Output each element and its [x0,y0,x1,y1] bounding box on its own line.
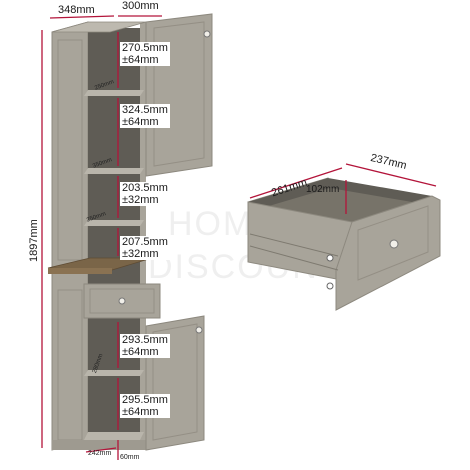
tall-dimension-lines [41,15,162,460]
label-shelf-gap-3: 203.5mm ±32mm [120,182,170,206]
label-shelf-gap-4: 207.5mm ±32mm [120,236,170,260]
drawer-knob-icon [118,297,126,305]
label-base-height: 60mm [120,454,140,461]
drawer-front-right [335,195,441,311]
runner-hole-icon [326,254,334,262]
dim-width-line [49,15,115,19]
loose-drawer [247,177,441,311]
cabinet-plinth [52,440,146,450]
drawer-dimension-lines [249,163,437,214]
dim-base-depth-line [85,447,117,453]
cabinet-left-side-panel-upper [57,39,83,261]
label-depth-top: 300mm [122,0,159,12]
loose-drawer-knob-icon [389,239,399,249]
wooden-counter-edge [48,268,112,274]
tall-cabinet-drawer-inset [89,288,155,314]
shelf-3 [84,220,144,226]
upper-door-knob-icon [203,30,211,38]
cabinet-left-side [51,21,89,451]
shelf-4 [84,370,144,376]
drawer-runner-line [249,233,339,257]
label-height: 1897mm [28,219,40,262]
drawer-runner-line-2 [249,245,339,271]
label-shelf-gap-1: 270.5mm ±64mm [120,42,170,66]
drawer-front-panel [357,205,429,281]
shelf-1 [84,90,144,96]
label-drawer-height: 102mm [306,184,340,195]
cabinet-right-frame [140,22,146,442]
label-width-top: 348mm [58,4,95,16]
upper-door [145,13,213,177]
runner-hole-icon-2 [326,282,334,290]
label-shelf-gap-6: 295.5mm ±64mm [120,394,170,418]
dim-drawer-depth-line [345,163,437,187]
label-base-depth: 242mm [88,450,112,457]
label-shelf-gap-2: 324.5mm ±64mm [120,104,170,128]
base-shelf [84,432,144,440]
tall-cabinet [47,13,213,451]
dim-drawer-width-line [249,167,343,199]
shelf-2 [84,168,144,174]
lower-door-knob-icon [195,326,203,334]
label-shelf-gap-5: 293.5mm ±64mm [120,334,170,358]
